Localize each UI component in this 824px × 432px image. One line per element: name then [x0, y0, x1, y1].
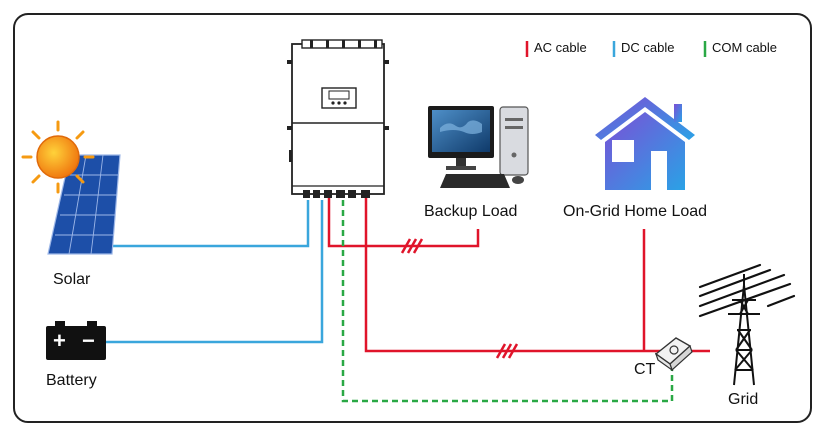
grid-ac-cable: [364, 198, 710, 353]
solar-dc-cable: [106, 200, 310, 248]
backup-load-label: Backup Load: [424, 203, 518, 220]
backup-ac-cable: [327, 198, 480, 248]
solar-label: Solar: [53, 271, 91, 288]
house-icon: [595, 97, 695, 190]
diagram-frame: [13, 13, 812, 423]
battery-minus-symbol: −: [82, 328, 95, 353]
home-load-label: On-Grid Home Load: [563, 203, 708, 220]
battery-icon: [46, 321, 106, 360]
sun-icon: [21, 120, 95, 194]
battery-dc-cable: [106, 200, 324, 344]
battery-label: Battery: [46, 372, 97, 389]
inverter-icon: [287, 39, 389, 198]
legend-dc-label: DC cable: [621, 40, 675, 55]
power-tower-icon: [698, 263, 796, 386]
legend-ac-label: AC cable: [534, 40, 587, 55]
grid-label: Grid: [728, 391, 759, 408]
com-cable: [341, 200, 674, 403]
solar-panel-icon: [47, 154, 121, 255]
legend-com-label: COM cable: [712, 40, 778, 55]
ct-label: CT: [634, 361, 656, 378]
ct-clamp-icon: [654, 337, 693, 372]
battery-plus-symbol: +: [53, 328, 66, 353]
ac-cables: [327, 198, 710, 353]
dc-cables: [106, 200, 324, 344]
ac-phase-marks: [400, 238, 519, 359]
computer-icon: [428, 106, 529, 188]
